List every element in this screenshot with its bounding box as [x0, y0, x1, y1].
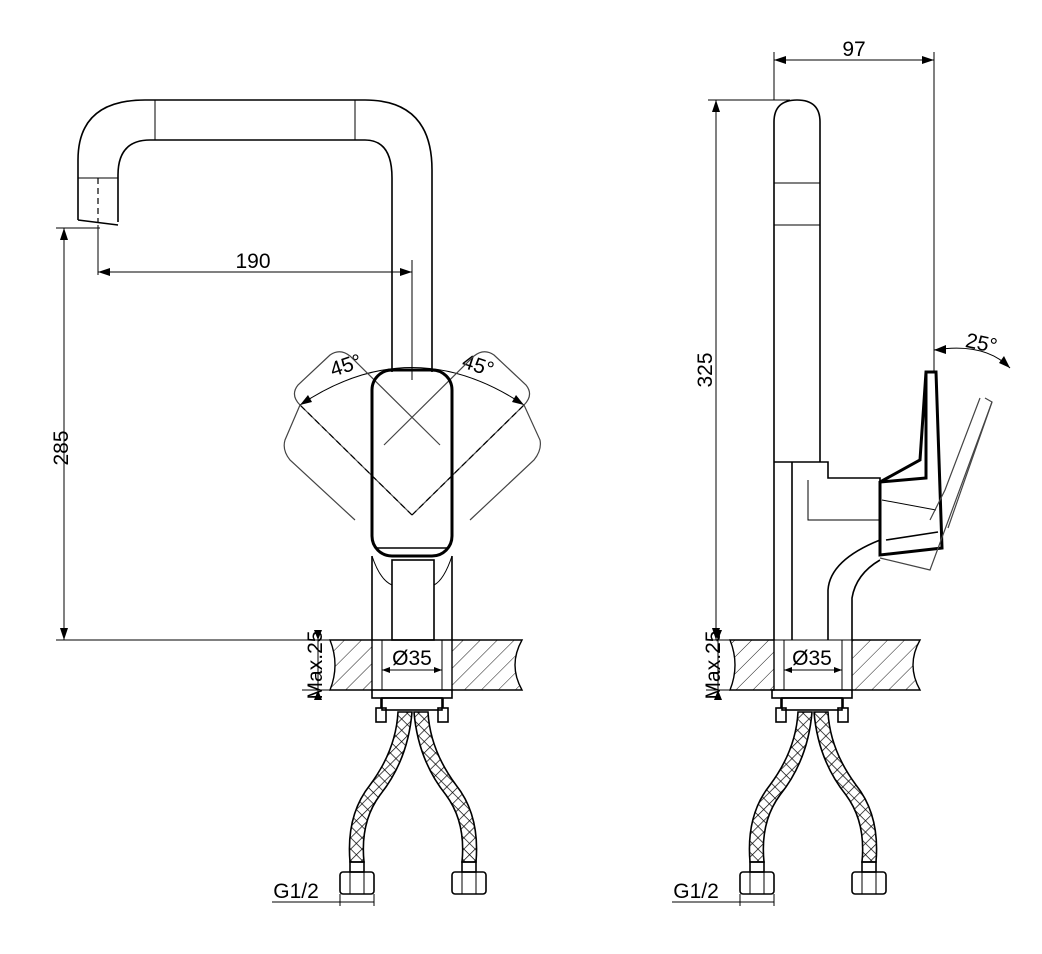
- side-view: 97 325: [672, 38, 1011, 906]
- front-mounting-hardware: [371, 689, 453, 723]
- side-height-label: 325: [694, 352, 717, 387]
- side-lever-angle: 25°: [933, 329, 1011, 369]
- front-reach-dimension: 190: [97, 225, 413, 380]
- front-height-label: 285: [50, 430, 73, 465]
- side-mounting-hardware: [771, 689, 853, 723]
- front-thread-label: G1/2: [273, 880, 319, 903]
- side-depth-label: 97: [842, 38, 865, 61]
- side-lever-ghost: [879, 397, 993, 571]
- side-hose-connectors: G1/2: [672, 861, 887, 906]
- side-hoses: [748, 711, 878, 863]
- front-hole-diameter-label: Ø35: [392, 647, 432, 670]
- side-lever: [878, 370, 944, 557]
- front-body: [370, 368, 454, 690]
- front-height-dimension: 285: [48, 227, 372, 641]
- side-angle-label: 25°: [963, 329, 999, 358]
- front-lever-rotation: 45° 45°: [283, 350, 541, 521]
- front-mount-max-label: Max.25: [304, 631, 327, 700]
- side-mount-max-label: Max.25: [702, 631, 725, 700]
- front-angle-left-label: 45°: [327, 350, 364, 382]
- front-countertop: Max.25 Ø35: [302, 630, 524, 700]
- front-angle-right-label: 45°: [459, 350, 496, 382]
- side-thread-label: G1/2: [673, 880, 719, 903]
- side-countertop: Max.25 Ø35: [702, 630, 922, 700]
- front-hoses: [348, 711, 478, 863]
- side-depth-dimension: 97: [773, 38, 935, 372]
- side-body: [773, 461, 881, 640]
- side-height-dimension: 325: [694, 99, 790, 641]
- front-spout: [77, 99, 433, 372]
- front-view: 285 190 45° 45°: [48, 99, 541, 906]
- front-hose-connectors: G1/2: [272, 861, 487, 906]
- front-reach-label: 190: [235, 250, 270, 273]
- side-spout: [773, 99, 821, 462]
- side-hole-diameter-label: Ø35: [792, 647, 832, 670]
